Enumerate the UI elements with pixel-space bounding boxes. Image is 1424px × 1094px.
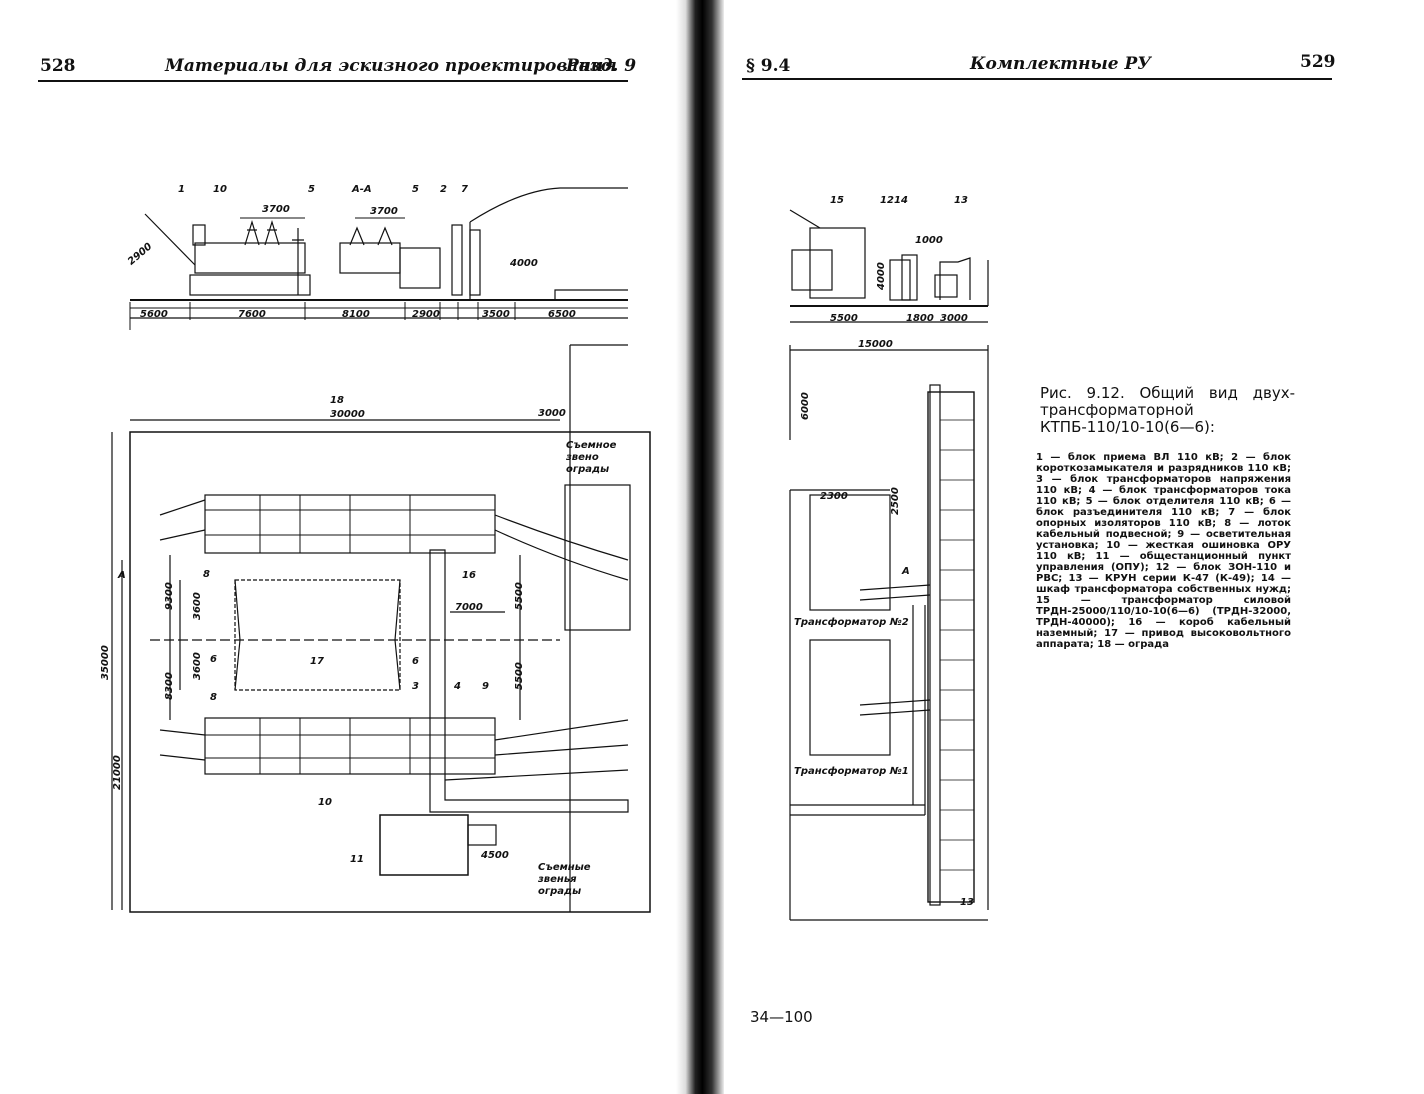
svg-text:ограды: ограды [538, 886, 581, 897]
svg-text:7: 7 [461, 184, 468, 195]
svg-text:18: 18 [330, 395, 344, 406]
svg-text:4000: 4000 [509, 258, 538, 269]
svg-text:8: 8 [210, 692, 217, 703]
svg-text:17: 17 [310, 656, 324, 667]
svg-text:4000: 4000 [876, 262, 887, 291]
svg-text:звенья: звенья [537, 874, 577, 885]
svg-text:14: 14 [894, 195, 908, 206]
svg-text:5: 5 [308, 184, 315, 195]
svg-text:Съемные: Съемные [538, 862, 591, 873]
svg-text:11: 11 [350, 854, 364, 865]
svg-text:5500: 5500 [830, 313, 858, 324]
svg-text:16: 16 [462, 570, 476, 581]
svg-text:1000: 1000 [915, 235, 943, 246]
svg-text:7000: 7000 [455, 602, 483, 613]
svg-text:35000: 35000 [100, 645, 111, 680]
svg-text:ограды: ограды [566, 464, 609, 475]
svg-text:2900: 2900 [126, 241, 154, 267]
svg-text:А: А [901, 566, 910, 577]
section-label: А-А [351, 184, 372, 195]
book-spine-shadow [676, 0, 724, 1094]
svg-text:7600: 7600 [238, 309, 266, 320]
svg-text:4: 4 [453, 681, 461, 692]
svg-text:8300: 8300 [164, 672, 175, 700]
svg-text:2: 2 [440, 184, 447, 195]
transformer-1-label: Трансформатор №1 [794, 765, 909, 777]
left-section: Разд. 9 [566, 56, 637, 76]
svg-text:3600: 3600 [192, 652, 203, 680]
svg-text:5: 5 [412, 184, 419, 195]
svg-text:9: 9 [482, 681, 489, 692]
svg-text:6: 6 [210, 654, 217, 665]
transformer-2-label: Трансформатор №2 [794, 616, 909, 628]
svg-text:3700: 3700 [262, 204, 290, 215]
svg-text:3500: 3500 [482, 309, 510, 320]
svg-text:15000: 15000 [858, 339, 893, 350]
svg-text:10: 10 [213, 184, 227, 195]
svg-text:А: А [117, 570, 126, 581]
svg-text:3700: 3700 [370, 206, 398, 217]
svg-text:1800: 1800 [906, 313, 934, 324]
svg-text:13: 13 [960, 897, 974, 908]
right-header-rule [742, 78, 1332, 80]
svg-text:6: 6 [412, 656, 419, 667]
svg-text:5500: 5500 [514, 582, 525, 610]
left-header-rule [38, 80, 628, 82]
svg-text:3000: 3000 [538, 408, 566, 419]
svg-text:звено: звено [565, 452, 599, 463]
svg-text:3: 3 [412, 681, 419, 692]
right-page-number: 529 [1300, 52, 1336, 72]
svg-text:Съемное: Съемное [566, 440, 617, 451]
right-technical-drawing: 15 12 14 13 1000 4000 5500 1800 3000 150… [789, 195, 989, 921]
figure-legend: 1 — блок приема ВЛ 110 кВ; 2 — блок коро… [1036, 452, 1291, 650]
svg-text:5500: 5500 [514, 662, 525, 690]
svg-text:4500: 4500 [480, 850, 509, 861]
svg-text:21000: 21000 [112, 755, 123, 790]
svg-text:13: 13 [954, 195, 968, 206]
figure-caption-title: Рис. 9.12. Общий вид двух-трансформаторн… [1040, 384, 1295, 436]
left-running-title: Материалы для эскизного проектирования [165, 56, 617, 76]
svg-text:30000: 30000 [330, 409, 365, 420]
right-running-title: Комплектные РУ [970, 54, 1152, 74]
svg-text:8100: 8100 [342, 309, 370, 320]
svg-text:2500: 2500 [890, 487, 901, 515]
svg-text:5600: 5600 [140, 309, 168, 320]
svg-text:1: 1 [178, 184, 185, 195]
svg-text:3600: 3600 [192, 592, 203, 620]
svg-text:8: 8 [203, 569, 210, 580]
right-page-footer-code: 34—100 [750, 1008, 813, 1026]
svg-text:2900: 2900 [412, 309, 440, 320]
svg-text:6000: 6000 [800, 392, 811, 420]
svg-text:12: 12 [880, 195, 894, 206]
left-technical-drawing: 1 10 5 А-А 5 2 7 3700 3700 2900 4000 560… [100, 184, 651, 913]
svg-text:6500: 6500 [548, 309, 576, 320]
svg-text:3000: 3000 [940, 313, 968, 324]
right-section: § 9.4 [746, 56, 791, 76]
svg-text:2300: 2300 [820, 491, 848, 502]
svg-text:10: 10 [318, 797, 332, 808]
svg-text:9300: 9300 [164, 582, 175, 610]
left-page-number: 528 [40, 56, 76, 76]
svg-text:15: 15 [830, 195, 844, 206]
